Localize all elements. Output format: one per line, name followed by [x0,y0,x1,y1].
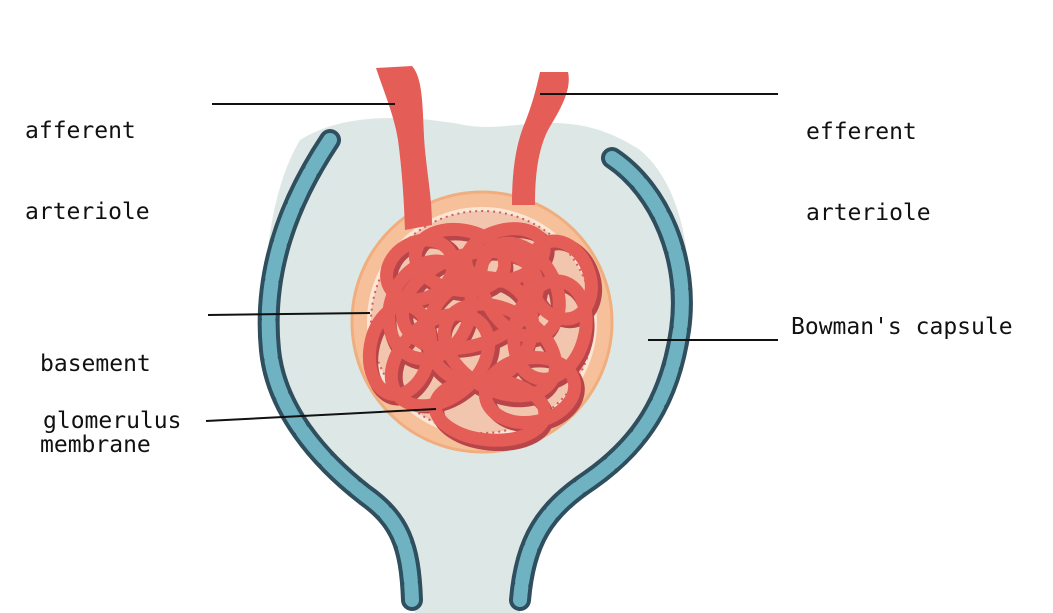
afferent-arteriole [376,66,432,230]
basement-label-line2: membrane [40,432,151,458]
capillary-loop [459,222,551,288]
bowmans-capsule-label: Bowman's capsule [791,314,1013,340]
basement-leader-line [207,312,371,316]
efferent-label-line1: efferent [806,119,917,145]
capillary-loop [420,270,540,390]
basement-label-line1: basement [40,351,151,377]
efferent-arteriole-label: efferent arteriole [806,65,931,281]
capsule-wall-right-cells [513,151,689,607]
capillary-loop [380,233,460,307]
glomerulus-leader-line [205,408,437,422]
afferent-arteriole-label: afferent arteriole [25,64,150,280]
capillary-loop [507,274,593,386]
afferent-label-line2: arteriole [25,199,150,225]
efferent-arteriole [512,72,569,205]
capillary-loop [362,298,438,402]
efferent-label-line2: arteriole [806,200,931,226]
afferent-label-line1: afferent [25,118,136,144]
basement-membrane-label: basement membrane [40,297,151,513]
glomerulus-tangle [362,222,603,452]
capsule-wall-left-cells [261,133,419,607]
glomerulus-label: glomerulus [43,408,182,434]
